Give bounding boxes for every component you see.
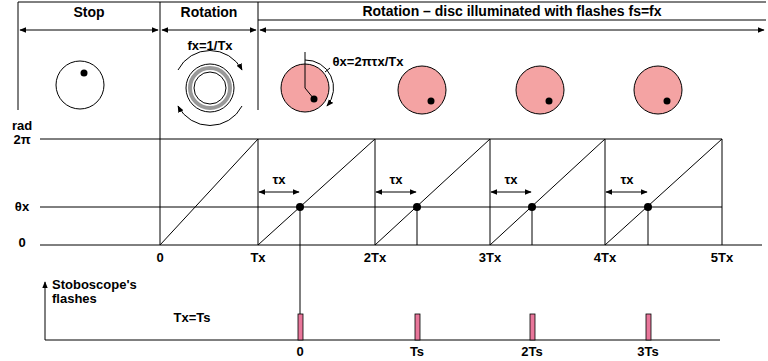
period-equality: Tx=Ts bbox=[174, 311, 211, 325]
header-cell: Stop bbox=[18, 2, 160, 22]
delay-label: τx bbox=[389, 173, 402, 187]
header-text: Stop bbox=[73, 4, 104, 20]
time-tick: Tx bbox=[250, 251, 265, 265]
flash-tick: 0 bbox=[296, 345, 303, 359]
time-tick: 5Tx bbox=[711, 251, 733, 265]
time-tick: 0 bbox=[156, 251, 163, 265]
axis-tick: 0 bbox=[18, 236, 25, 250]
axis-tick: 2π bbox=[13, 133, 30, 147]
header-cell: Rotation bbox=[160, 2, 258, 22]
delay-label: τx bbox=[272, 173, 285, 187]
delay-label: τx bbox=[620, 173, 633, 187]
time-tick: 4Tx bbox=[594, 251, 616, 265]
flash-tick: 3Ts bbox=[637, 345, 658, 359]
delay-label: τx bbox=[504, 173, 517, 187]
axis-title: Stoboscope's flashes bbox=[52, 278, 132, 307]
time-tick: 3Tx bbox=[479, 251, 501, 265]
axis-tick: θx bbox=[15, 200, 29, 214]
time-tick: 2Tx bbox=[364, 251, 386, 265]
header-text: Rotation bbox=[181, 4, 238, 20]
header-text: Rotation – disc illuminated with flashes… bbox=[362, 3, 661, 19]
frequency-label: fx=1/Tx bbox=[187, 39, 232, 53]
flash-tick: Ts bbox=[410, 345, 424, 359]
header-cell: Rotation – disc illuminated with flashes… bbox=[258, 2, 766, 20]
axis-unit: rad bbox=[12, 119, 32, 133]
flash-tick: 2Ts bbox=[521, 345, 542, 359]
angle-formula: θx=2πτx/Tx bbox=[333, 55, 404, 69]
